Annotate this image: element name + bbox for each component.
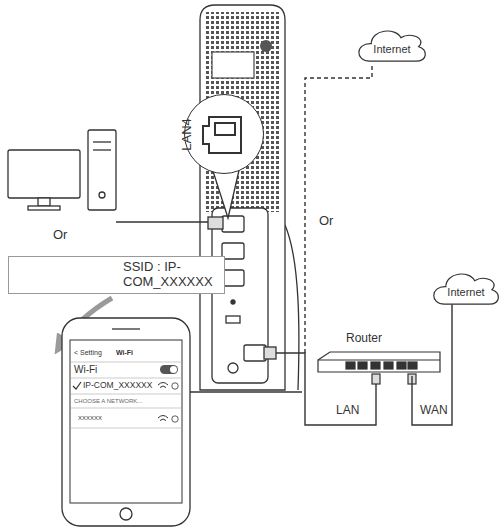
node-text: XXXXXX: [78, 415, 102, 422]
node-text: CHOOSE A NETWORK...: [74, 398, 142, 405]
internet-cloud: Internet: [430, 270, 502, 308]
label: WAN: [419, 404, 449, 418]
ssid-sticker: SSID : IP-COM_XXXXXX: [8, 256, 225, 294]
node-text: LAN4: [180, 118, 195, 151]
node-text: Router: [346, 332, 382, 346]
internet-cloud: Internet: [355, 27, 429, 65]
cable: [412, 304, 452, 425]
node-text: Internet: [430, 286, 502, 299]
node-text: < Setting: [74, 349, 102, 357]
label: Or: [52, 228, 68, 243]
phone: [62, 318, 190, 526]
router-body: [318, 352, 440, 384]
label: LAN: [335, 404, 360, 418]
label: Or: [318, 214, 334, 229]
access-point: [190, 5, 302, 392]
router: Router: [316, 332, 442, 376]
node-text: Wi-Fi: [74, 364, 97, 376]
phone-screen: < SettingWi-FiWi-FiIP-COM_XXXXXXCHOOSE A…: [62, 318, 190, 526]
port-icon: [185, 95, 265, 175]
node-text: Internet: [355, 43, 429, 56]
node-text: Wi-Fi: [116, 349, 133, 357]
port-callout: LAN4: [184, 94, 264, 174]
node-text: SSID : IP-COM_XXXXXX: [123, 260, 219, 290]
port-icon: [203, 117, 241, 153]
node-text: IP-COM_XXXXXX: [83, 381, 152, 391]
computer: [8, 130, 208, 222]
